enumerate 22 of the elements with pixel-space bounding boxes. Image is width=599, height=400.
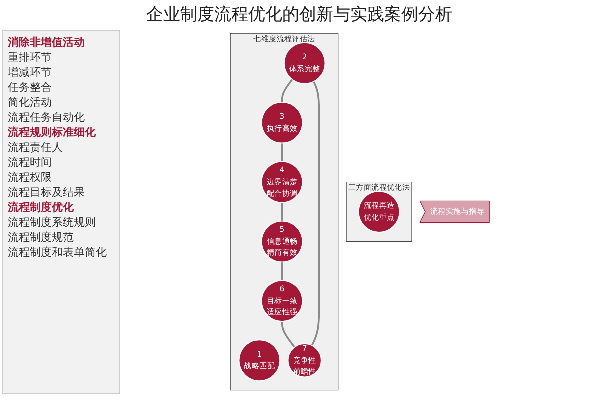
list-heading: 消除非增值活动 [8,35,86,50]
list-item: 流程责任人 [8,140,64,155]
title: 企业制度流程优化的创新与实践案例分析 [146,4,454,27]
connector [312,81,321,346]
list-item: 简化活动 [8,95,53,110]
list-item: 流程任务自动化 [8,110,86,125]
connector [282,262,284,281]
connector [282,143,284,162]
list-item: 增减环节 [8,65,53,80]
list-item: 流程制度和表单简化 [8,245,108,260]
list-item: 流程时间 [8,155,53,170]
list-item: 流程目标及结果 [8,185,86,200]
connector [282,79,294,102]
list-item: 任务整合 [8,80,53,95]
list-item: 流程制度系统规则 [8,215,97,230]
connector [282,202,284,222]
list-heading: 流程制度优化 [8,200,75,215]
list-heading: 流程规则标准细化 [8,125,97,140]
list-item: 流程权限 [8,170,53,185]
list-item: 重排环节 [8,50,53,65]
connector [282,322,296,348]
list-item: 流程制度规范 [8,230,75,245]
